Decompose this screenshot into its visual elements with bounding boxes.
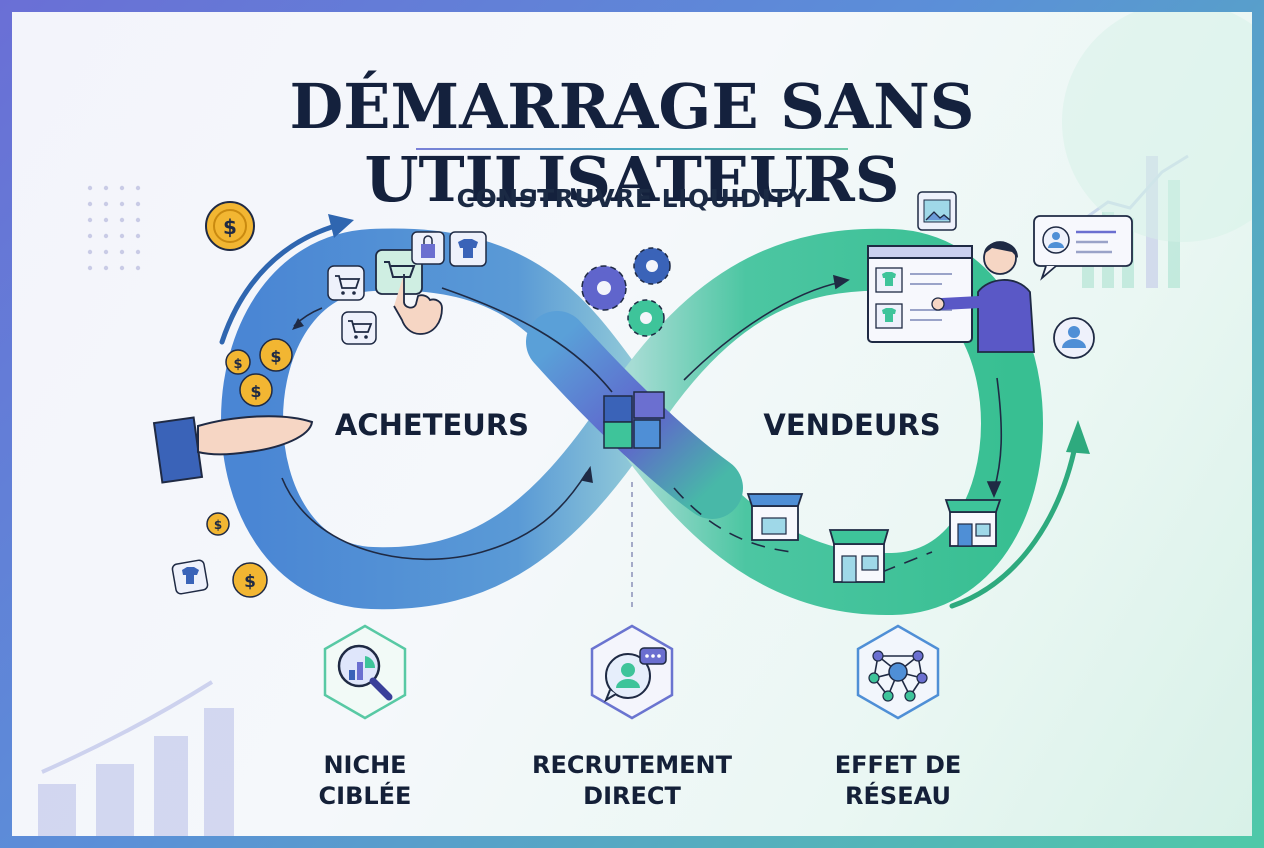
- puzzle-icon: [603, 391, 665, 449]
- pillar-recruitment: RECRUTEMENT DIRECT: [502, 750, 762, 812]
- coin-stack-icon: $ $ $: [225, 338, 293, 407]
- pillar-network: EFFET DE RÉSEAU: [768, 750, 1028, 812]
- shopping-cart-icon: [327, 265, 365, 301]
- svg-text:$: $: [214, 518, 222, 532]
- pillar-recruitment-line2: DIRECT: [583, 782, 681, 810]
- pillar-niche: NICHE CIBLÉE: [235, 750, 495, 812]
- infinity-diagram: $ $ $ $ $ $: [38, 12, 1252, 836]
- shop-icon: [746, 493, 804, 541]
- image-icon: [917, 191, 957, 231]
- bg-bars-left: [38, 680, 234, 836]
- shopping-cart-icon: [341, 311, 377, 345]
- network-nodes-icon: [856, 624, 940, 720]
- subtitle: CONSTRUVRE LIQUIDITY: [456, 184, 808, 213]
- pillar-niche-line1: NICHE: [323, 751, 407, 779]
- infographic-canvas: DÉMARRAGE SANS UTILISATEURS CONSTRUVRE L…: [12, 12, 1252, 836]
- pillar-network-line2: RÉSEAU: [845, 782, 951, 810]
- tshirt-icon: [449, 231, 487, 267]
- coin-icon: $: [205, 201, 255, 251]
- cart-arrowhead: [292, 318, 304, 330]
- svg-text:$: $: [250, 382, 261, 401]
- gears-icon: [581, 247, 671, 337]
- storefront-window-icon: [867, 245, 973, 343]
- svg-text:$: $: [223, 215, 237, 239]
- coin-small-icon: $ $: [206, 512, 268, 598]
- tshirt-icon: [171, 559, 209, 595]
- profile-chat-icon: [1033, 215, 1133, 281]
- svg-text:$: $: [270, 347, 281, 366]
- magnifier-chart-icon: [323, 624, 407, 720]
- swoosh-arrow-top-left: [219, 214, 354, 345]
- person-chat-icon: [590, 624, 674, 720]
- sellers-label: VENDEURS: [763, 408, 941, 442]
- cart-tap-icon: [375, 249, 443, 335]
- open-hand-icon: [152, 415, 314, 484]
- pillar-recruitment-line1: RECRUTEMENT: [532, 751, 732, 779]
- bg-circle: [1062, 12, 1252, 242]
- svg-text:$: $: [233, 357, 242, 372]
- svg-text:$: $: [244, 572, 256, 592]
- pillar-network-line1: EFFET DE: [834, 751, 962, 779]
- seller-person-icon: [931, 241, 1035, 353]
- pillar-niche-line2: CIBLÉE: [318, 782, 412, 810]
- flow-arrows: [281, 274, 1003, 573]
- bg-dot-grid: [87, 185, 141, 271]
- buyers-label: ACHETEURS: [334, 408, 530, 442]
- user-avatar-icon: [1053, 317, 1095, 359]
- page-title: DÉMARRAGE SANS UTILISATEURS: [289, 70, 975, 216]
- shop-icon: [828, 529, 890, 583]
- shopping-bag-icon: [411, 231, 445, 265]
- shop-icon: [944, 499, 1002, 547]
- swoosh-arrow-bottom-right: [949, 420, 1090, 609]
- title-divider: [416, 148, 848, 150]
